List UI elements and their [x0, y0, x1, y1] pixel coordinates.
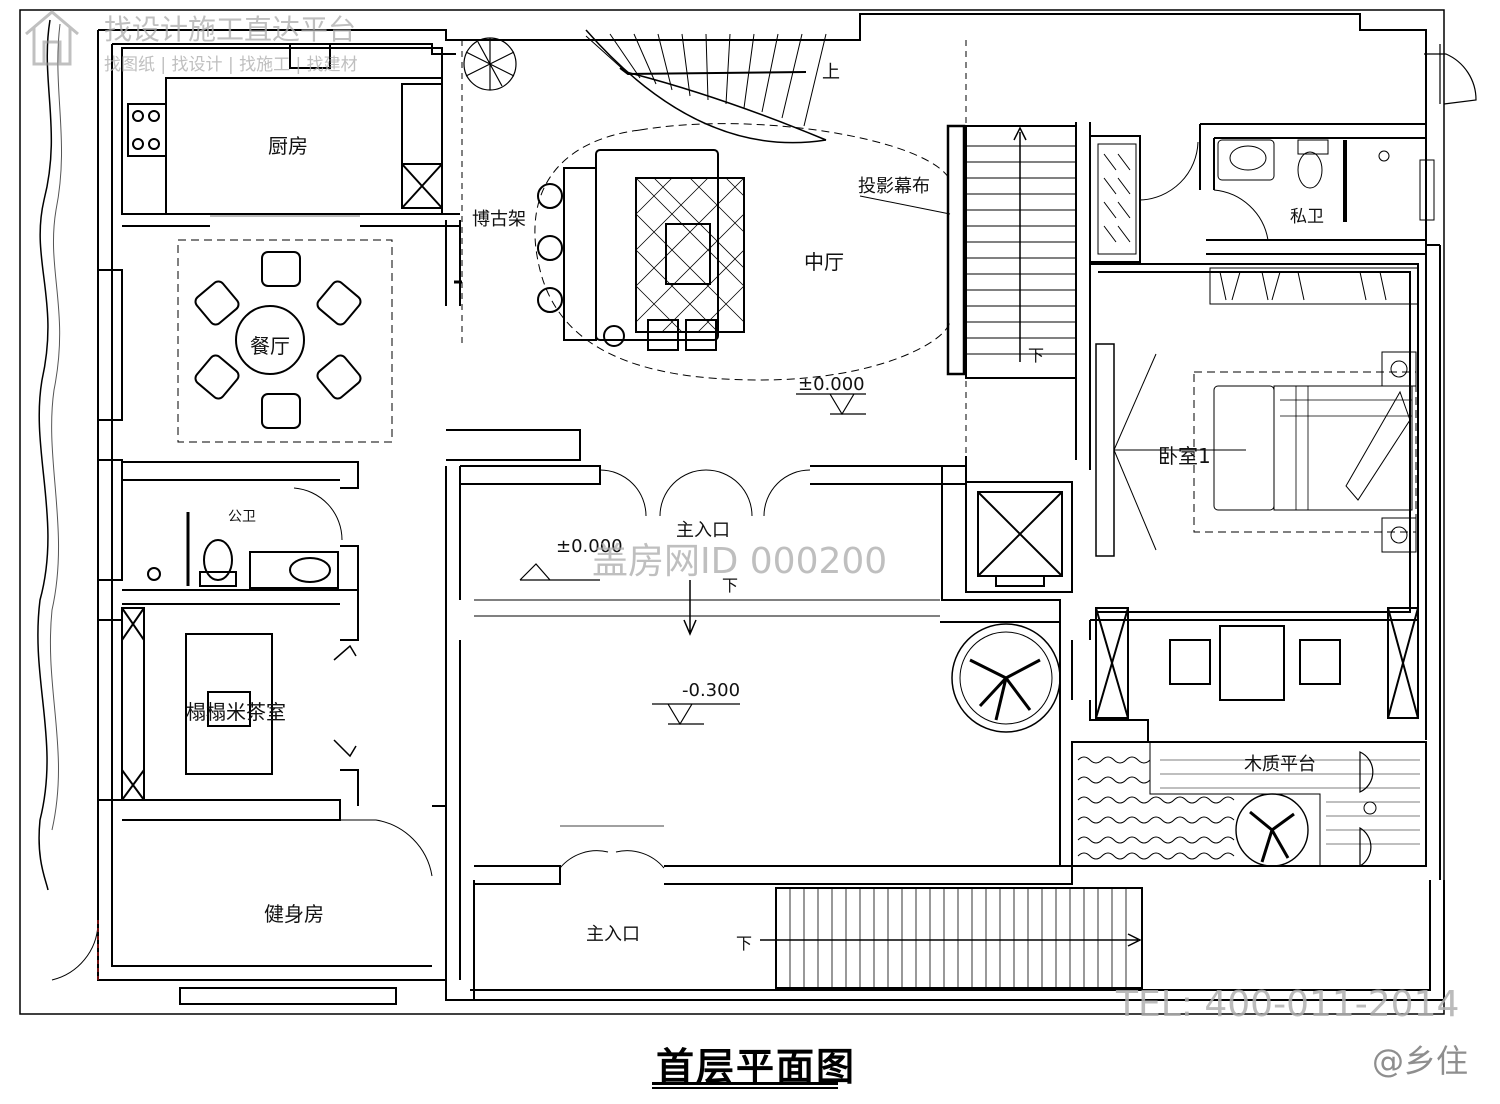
tree: [951, 623, 1061, 733]
deck-tree: [1235, 793, 1309, 867]
site-boundary: [19, 9, 1445, 1015]
home-logo-icon: [25, 10, 79, 66]
room-label-kitchen: 厨房: [268, 134, 308, 158]
exterior-wall: [97, 13, 1440, 1001]
elevation-courtyard: -0.300: [682, 680, 741, 701]
platform-watermark: 找设计施工直达平台: [104, 13, 357, 46]
elevator: [965, 481, 1073, 593]
entry-down-mark: 下: [722, 576, 739, 595]
front-down-mark: 下: [736, 934, 753, 953]
room-label-bedroom1: 卧室1: [1158, 444, 1211, 468]
room-label-tea-room: 榻榻米茶室: [186, 700, 286, 724]
garden-edge: [37, 19, 53, 891]
credit-watermark: @乡住: [1372, 1042, 1469, 1080]
room-label-antique-shelf: 博古架: [472, 209, 526, 230]
elevation-entry: ±0.000: [556, 536, 623, 557]
phone-watermark: TEL: 400-011-2014: [1116, 984, 1460, 1025]
room-label-private-bath: 私卫: [1290, 207, 1324, 227]
room-label-public-bath: 公卫: [228, 509, 256, 525]
room-label-main-entrance-lower: 主入口: [586, 924, 640, 945]
title-underline-thin: [652, 1087, 838, 1089]
room-label-projection-screen: 投影幕布: [858, 176, 930, 197]
stair-up-mark: 上: [822, 62, 840, 83]
title-underline: [652, 1082, 838, 1085]
room-label-dining: 餐厅: [250, 334, 290, 358]
stair-down-mark: 下: [1028, 346, 1045, 365]
plant-decor: [463, 37, 517, 91]
room-label-central-hall: 中厅: [804, 250, 844, 274]
room-label-wood-deck: 木质平台: [1244, 754, 1316, 775]
house-id-watermark: 盖房网ID 000200: [592, 541, 888, 582]
room-label-gym: 健身房: [264, 902, 324, 926]
platform-sub-watermark: 找图纸 | 找设计 | 找施工 | 找建材: [104, 55, 358, 75]
room-label-main-entrance-upper: 主入口: [676, 520, 730, 541]
elevation-hall: ±0.000: [798, 374, 865, 395]
drawing-title: 首层平面图: [656, 1045, 857, 1089]
projection-screen: [946, 124, 966, 376]
